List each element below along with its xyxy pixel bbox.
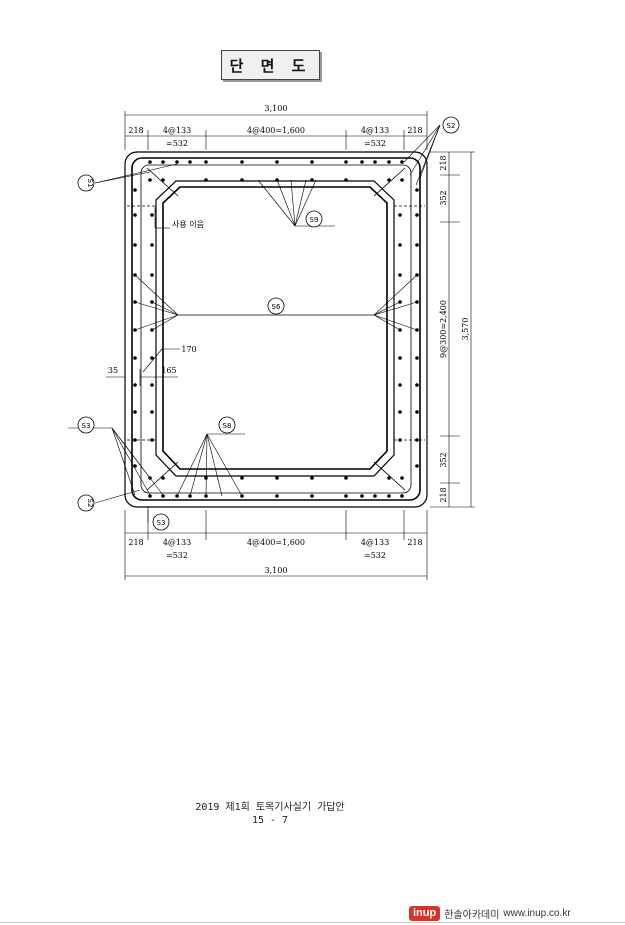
- footer-exam: 2019 제1회 토목기사실기 가답안: [195, 802, 345, 813]
- leader-lines: [68, 124, 441, 522]
- dim-edge-left-top: 218: [128, 126, 143, 135]
- dim-right-spacing: 9@300=2,400: [439, 300, 448, 358]
- callout-s2-bottom-circle: [77, 494, 95, 512]
- note-label: 사용 이음: [172, 219, 204, 229]
- outer-rebar-line-2: [140, 164, 412, 494]
- dim-edge-left-bottom: 218: [128, 538, 143, 547]
- brand: inup 한솔아카데미 www.inup.co.kr: [409, 905, 571, 921]
- callout-s6-circle: [267, 297, 285, 315]
- callout-s1-circle: [77, 174, 95, 192]
- callout-s3: S3: [82, 422, 91, 430]
- callout-s3-bottom-circle: [152, 513, 170, 531]
- callout-s3-bottom: S3: [157, 519, 166, 527]
- footer-page: 15 - 7: [251, 815, 289, 826]
- dim-total-width-top: 3,100: [265, 104, 288, 113]
- dim-right-bot-a: 218: [439, 487, 448, 502]
- callout-s1: S1: [86, 179, 94, 188]
- dim-center-spacing-top: 4@400=1,600: [247, 126, 305, 135]
- dim-total-width-bottom: 3,100: [265, 566, 288, 575]
- dim-right-top-a: 218: [439, 155, 448, 170]
- outer-section-outline: [124, 151, 428, 508]
- dim-side-total-left-bottom: =532: [166, 551, 188, 560]
- dim-left-offset: 35: [108, 366, 118, 375]
- dim-left-inner: 165: [161, 366, 176, 375]
- rebar-dots: [133, 160, 419, 498]
- callout-s2-top-circle: [442, 116, 460, 134]
- dim-side-total-right-top: =532: [364, 139, 386, 148]
- callout-s8-circle: [218, 416, 236, 434]
- callout-s8: S8: [223, 422, 232, 430]
- dim-center-spacing-bottom: 4@400=1,600: [247, 538, 305, 547]
- callout-s6: S6: [272, 303, 281, 311]
- dim-total-height: 3,570: [461, 318, 470, 341]
- dimension-lines: [106, 111, 475, 580]
- callout-s3-circle: [77, 416, 95, 434]
- inner-hollow-outline: [155, 180, 395, 477]
- dim-side-spacing-left-top: 4@133: [163, 126, 191, 135]
- dim-right-top-b: 352: [439, 190, 448, 205]
- dim-edge-right-bottom: 218: [407, 538, 422, 547]
- dim-side-total-left-top: =532: [166, 139, 188, 148]
- inner-rebar-line: [162, 186, 388, 470]
- brand-logo-icon: inup: [409, 905, 441, 921]
- outer-rebar-line: [131, 157, 421, 501]
- dim-side-total-right-bottom: =532: [364, 551, 386, 560]
- callout-s9: S9: [310, 216, 319, 224]
- dim-side-spacing-right-bottom: 4@133: [361, 538, 389, 547]
- dim-side-spacing-left-bottom: 4@133: [163, 538, 191, 547]
- dim-edge-right-top: 218: [407, 126, 422, 135]
- callout-s9-circle: [305, 210, 323, 228]
- callout-s2-top: S2: [447, 122, 456, 130]
- callout-s2-bottom: S2: [86, 499, 94, 508]
- dim-thickness: 170: [181, 345, 196, 354]
- dim-right-bot-b: 352: [439, 452, 448, 467]
- brand-name: 한솔아카데미: [444, 909, 500, 921]
- section-title: 단 면 도: [221, 50, 320, 80]
- dim-side-spacing-right-top: 4@133: [361, 126, 389, 135]
- bottom-rule: [0, 922, 625, 923]
- brand-url: www.inup.co.kr: [503, 907, 571, 919]
